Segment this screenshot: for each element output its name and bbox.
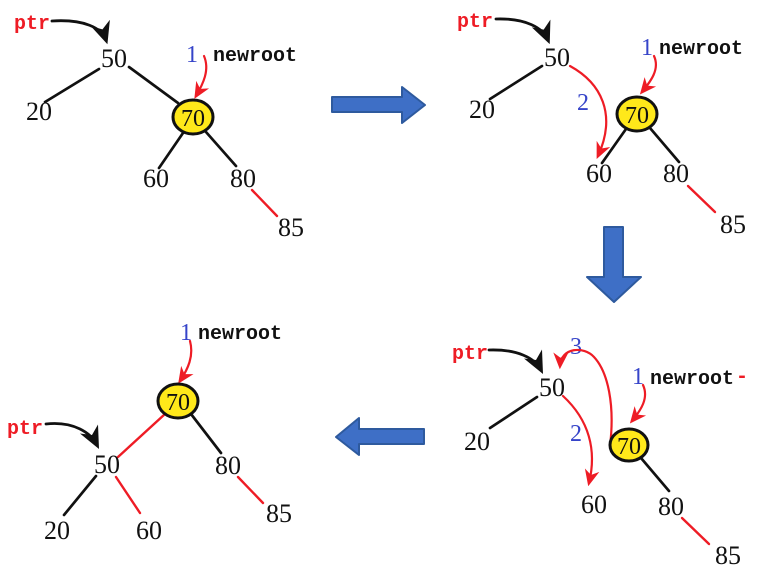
node-85: 85 [715, 541, 741, 570]
node-70: 70 [617, 434, 641, 460]
ptr-arrow [50, 19, 110, 45]
edge-80-85 [250, 188, 279, 218]
edge-80-85 [686, 184, 717, 214]
newroot-dash: - [736, 366, 748, 389]
step-1-label: 1 [632, 364, 644, 390]
newroot-label: newroot [659, 38, 743, 61]
node-50: 50 [101, 44, 127, 73]
panel-top-left: ptr 1 newroot 50 20 70 60 80 85 [14, 13, 304, 242]
node-85: 85 [266, 499, 292, 528]
node-70: 70 [625, 103, 649, 129]
ptr-label: ptr [457, 11, 493, 34]
node-85: 85 [278, 213, 304, 242]
edge-50-70 [127, 65, 180, 105]
edge-70-80 [648, 126, 681, 164]
newroot-arrow [629, 383, 647, 424]
node-50: 50 [544, 43, 570, 72]
edge-50-20 [43, 67, 101, 104]
step-3-label: 3 [570, 334, 582, 360]
newroot-arrow [639, 54, 658, 95]
edge-70-60 [157, 131, 185, 170]
node-60: 60 [143, 164, 169, 193]
newroot-arrow [194, 54, 210, 99]
step-3-arrow-70-to-50 [553, 348, 613, 448]
newroot-label: newroot [650, 368, 734, 391]
edge-70-80 [204, 130, 238, 168]
panel-top-right: ptr 2 1 newroot 50 20 70 60 80 85 [457, 11, 746, 239]
flow-arrow-down-icon [586, 226, 642, 303]
edge-70-50 [116, 412, 167, 459]
node-85: 85 [720, 210, 746, 239]
edge-50-20 [62, 474, 98, 517]
panel-bottom-right: ptr 3 2 1 newroot - 50 20 70 60 80 85 [452, 334, 748, 570]
node-20: 20 [26, 97, 52, 126]
edge-70-80 [189, 412, 223, 455]
node-80: 80 [215, 451, 241, 480]
node-70: 70 [181, 106, 205, 132]
node-70-circle [608, 427, 650, 463]
step-1-label: 1 [180, 320, 192, 346]
node-80: 80 [230, 164, 256, 193]
node-70-circle [171, 98, 215, 136]
newroot-arrow [178, 339, 194, 384]
edge-50-20 [488, 64, 544, 101]
edge-80-85 [236, 475, 265, 505]
step-1-label: 1 [641, 35, 653, 61]
node-60: 60 [136, 516, 162, 545]
edge-50-60 [114, 475, 142, 515]
node-70-circle [156, 382, 200, 420]
ptr-label: ptr [452, 343, 488, 366]
flow-arrow-left-icon [335, 417, 425, 456]
ptr-arrow [494, 17, 551, 45]
step-1-label: 1 [186, 42, 198, 68]
ptr-arrow [44, 422, 100, 450]
edge-50-20 [488, 395, 539, 430]
step-2-arrow-50-to-60 [568, 64, 611, 160]
node-80: 80 [663, 159, 689, 188]
ptr-arrow [487, 348, 544, 375]
node-20: 20 [44, 516, 70, 545]
flow-arrow-right-icon [331, 86, 426, 124]
node-20: 20 [469, 95, 495, 124]
step-2-arrow-50-to-60 [561, 394, 600, 487]
node-80: 80 [658, 492, 684, 521]
node-20: 20 [464, 427, 490, 456]
node-60: 60 [581, 490, 607, 519]
step-2-label: 2 [570, 421, 582, 447]
step-2-label: 2 [577, 90, 589, 116]
panel-bottom-left: 1 newroot ptr 70 50 20 60 80 85 [7, 320, 292, 545]
node-50: 50 [539, 373, 565, 402]
newroot-label: newroot [213, 45, 297, 68]
edge-70-80 [639, 456, 671, 493]
newroot-label: newroot [198, 323, 282, 346]
node-70-circle [615, 95, 659, 133]
ptr-label: ptr [7, 418, 43, 441]
node-50: 50 [94, 450, 120, 479]
node-60: 60 [586, 159, 612, 188]
edge-80-85 [680, 516, 711, 546]
ptr-label: ptr [14, 13, 50, 36]
node-70: 70 [166, 390, 190, 416]
